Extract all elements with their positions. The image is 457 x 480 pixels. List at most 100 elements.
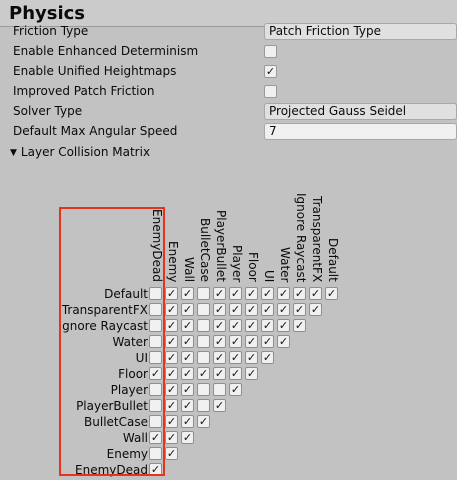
collision-toggle-ignore-raycast-water[interactable]: ✓ bbox=[277, 319, 290, 332]
collision-toggle-water-wall[interactable]: ✓ bbox=[181, 335, 194, 348]
matrix-row-ignore-raycast: Ignore Raycast bbox=[58, 319, 148, 333]
collision-toggle-floor-player[interactable]: ✓ bbox=[229, 367, 242, 380]
matrix-row-wall: Wall bbox=[122, 431, 148, 445]
solver-type-dropdown[interactable]: Projected Gauss Seidel bbox=[264, 103, 457, 120]
collision-toggle-default-default[interactable]: ✓ bbox=[325, 287, 338, 300]
collision-toggle-default-enemydead[interactable] bbox=[149, 287, 162, 300]
collision-toggle-transparentfx-enemy[interactable]: ✓ bbox=[165, 303, 178, 316]
collision-toggle-ignore-raycast-enemydead[interactable] bbox=[149, 319, 162, 332]
collision-toggle-water-bulletcase[interactable] bbox=[197, 335, 210, 348]
collision-toggle-player-bulletcase[interactable] bbox=[197, 383, 210, 396]
matrix-column-transparentfx: TransparentFX bbox=[310, 195, 324, 282]
collision-toggle-transparentfx-wall[interactable]: ✓ bbox=[181, 303, 194, 316]
collision-toggle-ui-player[interactable]: ✓ bbox=[229, 351, 242, 364]
collision-toggle-default-water[interactable]: ✓ bbox=[277, 287, 290, 300]
collision-toggle-ui-wall[interactable]: ✓ bbox=[181, 351, 194, 364]
collision-toggle-bulletcase-wall[interactable]: ✓ bbox=[181, 415, 194, 428]
collision-toggle-enemy-enemy[interactable]: ✓ bbox=[165, 447, 178, 460]
collision-toggle-ignore-raycast-enemy[interactable]: ✓ bbox=[165, 319, 178, 332]
friction-type-label: Friction Type bbox=[13, 24, 89, 38]
collision-toggle-water-floor[interactable]: ✓ bbox=[245, 335, 258, 348]
collision-toggle-floor-enemy[interactable]: ✓ bbox=[165, 367, 178, 380]
collision-toggle-transparentfx-floor[interactable]: ✓ bbox=[245, 303, 258, 316]
collision-toggle-ignore-raycast-wall[interactable]: ✓ bbox=[181, 319, 194, 332]
collision-toggle-transparentfx-water[interactable]: ✓ bbox=[277, 303, 290, 316]
collision-toggle-water-ui[interactable]: ✓ bbox=[261, 335, 274, 348]
collision-toggle-water-water[interactable]: ✓ bbox=[277, 335, 290, 348]
collision-toggle-wall-enemy[interactable]: ✓ bbox=[165, 431, 178, 444]
collision-toggle-playerbullet-wall[interactable]: ✓ bbox=[181, 399, 194, 412]
collision-toggle-default-floor[interactable]: ✓ bbox=[245, 287, 258, 300]
collision-toggle-ignore-raycast-floor[interactable]: ✓ bbox=[245, 319, 258, 332]
foldout-triangle-icon: ▼ bbox=[10, 148, 17, 158]
collision-toggle-transparentfx-bulletcase[interactable] bbox=[197, 303, 210, 316]
collision-toggle-bulletcase-bulletcase[interactable]: ✓ bbox=[197, 415, 210, 428]
collision-toggle-water-player[interactable]: ✓ bbox=[229, 335, 242, 348]
improved-patch-friction-label: Improved Patch Friction bbox=[13, 84, 155, 98]
collision-toggle-default-wall[interactable]: ✓ bbox=[181, 287, 194, 300]
collision-toggle-playerbullet-enemydead[interactable] bbox=[149, 399, 162, 412]
improved-patch-friction-toggle[interactable] bbox=[264, 85, 277, 98]
collision-toggle-ignore-raycast-playerbullet[interactable]: ✓ bbox=[213, 319, 226, 332]
collision-toggle-enemy-enemydead[interactable] bbox=[149, 447, 162, 460]
collision-toggle-transparentfx-transparentfx[interactable]: ✓ bbox=[309, 303, 322, 316]
matrix-row-bulletcase: BulletCase bbox=[84, 415, 148, 429]
collision-toggle-default-transparentfx[interactable]: ✓ bbox=[309, 287, 322, 300]
collision-toggle-wall-wall[interactable]: ✓ bbox=[181, 431, 194, 444]
collision-toggle-transparentfx-player[interactable]: ✓ bbox=[229, 303, 242, 316]
collision-toggle-ui-playerbullet[interactable]: ✓ bbox=[213, 351, 226, 364]
matrix-row-enemy: Enemy bbox=[106, 447, 148, 461]
collision-toggle-ui-enemydead[interactable] bbox=[149, 351, 162, 364]
collision-toggle-floor-floor[interactable]: ✓ bbox=[245, 367, 258, 380]
collision-toggle-default-ui[interactable]: ✓ bbox=[261, 287, 274, 300]
collision-toggle-ignore-raycast-ignore-raycast[interactable]: ✓ bbox=[293, 319, 306, 332]
collision-toggle-default-bulletcase[interactable] bbox=[197, 287, 210, 300]
collision-toggle-water-enemy[interactable]: ✓ bbox=[165, 335, 178, 348]
collision-toggle-player-enemy[interactable]: ✓ bbox=[165, 383, 178, 396]
collision-toggle-enemydead-enemydead[interactable]: ✓ bbox=[149, 463, 162, 476]
collision-toggle-ignore-raycast-bulletcase[interactable] bbox=[197, 319, 210, 332]
default-max-angular-speed-field[interactable]: 7 bbox=[264, 123, 457, 140]
matrix-row-water: Water bbox=[112, 335, 148, 349]
enable-enhanced-determinism-label: Enable Enhanced Determinism bbox=[13, 44, 199, 58]
collision-toggle-playerbullet-playerbullet[interactable]: ✓ bbox=[213, 399, 226, 412]
collision-toggle-transparentfx-playerbullet[interactable]: ✓ bbox=[213, 303, 226, 316]
collision-toggle-transparentfx-enemydead[interactable] bbox=[149, 303, 162, 316]
collision-toggle-water-enemydead[interactable] bbox=[149, 335, 162, 348]
collision-toggle-playerbullet-bulletcase[interactable] bbox=[197, 399, 210, 412]
collision-toggle-bulletcase-enemy[interactable]: ✓ bbox=[165, 415, 178, 428]
matrix-row-transparentfx: TransparentFX bbox=[61, 303, 148, 317]
friction-type-dropdown[interactable]: Patch Friction Type bbox=[264, 23, 457, 40]
collision-toggle-floor-bulletcase[interactable]: ✓ bbox=[197, 367, 210, 380]
matrix-column-ui: UI bbox=[262, 269, 276, 282]
collision-toggle-floor-playerbullet[interactable]: ✓ bbox=[213, 367, 226, 380]
collision-toggle-default-player[interactable]: ✓ bbox=[229, 287, 242, 300]
collision-toggle-floor-wall[interactable]: ✓ bbox=[181, 367, 194, 380]
collision-toggle-water-playerbullet[interactable]: ✓ bbox=[213, 335, 226, 348]
collision-toggle-ui-floor[interactable]: ✓ bbox=[245, 351, 258, 364]
collision-toggle-floor-enemydead[interactable]: ✓ bbox=[149, 367, 162, 380]
collision-toggle-ui-enemy[interactable]: ✓ bbox=[165, 351, 178, 364]
collision-toggle-ui-ui[interactable]: ✓ bbox=[261, 351, 274, 364]
matrix-column-water: Water bbox=[278, 246, 292, 282]
collision-toggle-player-player[interactable]: ✓ bbox=[229, 383, 242, 396]
page-title: Physics bbox=[9, 3, 86, 24]
collision-toggle-player-playerbullet[interactable] bbox=[213, 383, 226, 396]
collision-toggle-transparentfx-ui[interactable]: ✓ bbox=[261, 303, 274, 316]
collision-toggle-transparentfx-ignore-raycast[interactable]: ✓ bbox=[293, 303, 306, 316]
matrix-column-enemydead: EnemyDead bbox=[150, 209, 164, 282]
layer-collision-matrix-foldout[interactable]: ▼Layer Collision Matrix bbox=[10, 144, 150, 161]
collision-toggle-playerbullet-enemy[interactable]: ✓ bbox=[165, 399, 178, 412]
collision-toggle-bulletcase-enemydead[interactable] bbox=[149, 415, 162, 428]
collision-toggle-ignore-raycast-ui[interactable]: ✓ bbox=[261, 319, 274, 332]
collision-toggle-default-ignore-raycast[interactable]: ✓ bbox=[293, 287, 306, 300]
collision-toggle-default-enemy[interactable]: ✓ bbox=[165, 287, 178, 300]
collision-toggle-wall-enemydead[interactable]: ✓ bbox=[149, 431, 162, 444]
collision-toggle-player-wall[interactable]: ✓ bbox=[181, 383, 194, 396]
enable-unified-heightmaps-toggle[interactable]: ✓ bbox=[264, 65, 277, 78]
collision-toggle-player-enemydead[interactable] bbox=[149, 383, 162, 396]
enable-enhanced-determinism-toggle[interactable] bbox=[264, 45, 277, 58]
collision-toggle-ui-bulletcase[interactable] bbox=[197, 351, 210, 364]
collision-toggle-default-playerbullet[interactable]: ✓ bbox=[213, 287, 226, 300]
collision-toggle-ignore-raycast-player[interactable]: ✓ bbox=[229, 319, 242, 332]
